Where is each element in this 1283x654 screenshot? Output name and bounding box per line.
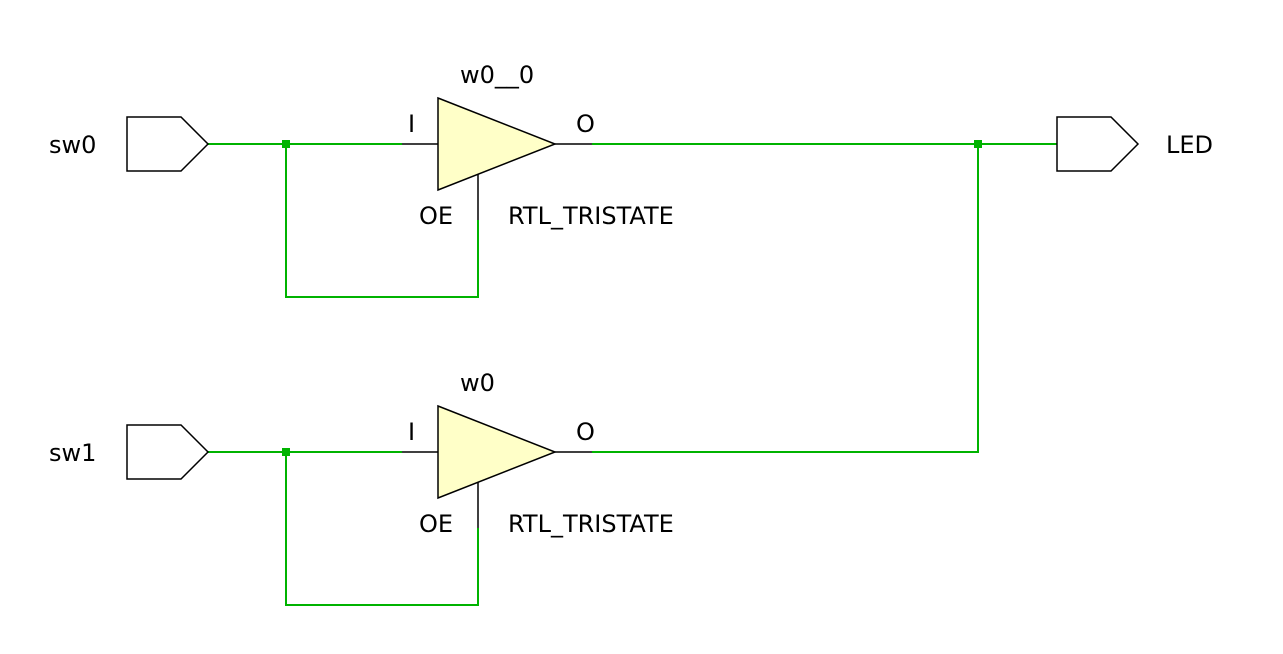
pin-label-oe: OE: [419, 510, 453, 538]
net-led-join[interactable]: [592, 144, 979, 453]
pin-label-i: I: [408, 110, 415, 138]
port-label-sw0: sw0: [49, 131, 96, 159]
junction-sw1: [282, 448, 290, 456]
output-port-led[interactable]: LED: [1056, 116, 1213, 172]
cell-instance-name: w0__0: [460, 61, 534, 89]
input-port-sw1[interactable]: sw1: [49, 424, 210, 480]
cell-instance-name: w0: [460, 369, 495, 397]
net-oe-w0-0[interactable]: [285, 144, 479, 298]
buffer-triangle: [437, 96, 558, 192]
tristate-buffer-w0[interactable]: w0 I O OE RTL_TRISTATE: [402, 369, 674, 538]
cell-type-label: RTL_TRISTATE: [508, 510, 674, 538]
cell-type-label: RTL_TRISTATE: [508, 202, 674, 230]
pin-label-o: O: [576, 418, 595, 446]
port-label-sw1: sw1: [49, 439, 96, 467]
tristate-buffer-w0-0[interactable]: w0__0 I O OE RTL_TRISTATE: [402, 61, 674, 230]
input-port-sw0[interactable]: sw0: [49, 116, 210, 172]
pin-label-o: O: [576, 110, 595, 138]
buffer-triangle: [437, 404, 558, 500]
pin-label-oe: OE: [419, 202, 453, 230]
port-label-led: LED: [1166, 131, 1213, 159]
net-oe-w0[interactable]: [285, 452, 479, 606]
junction-led: [974, 140, 982, 148]
junction-sw0: [282, 140, 290, 148]
pin-label-i: I: [408, 418, 415, 446]
